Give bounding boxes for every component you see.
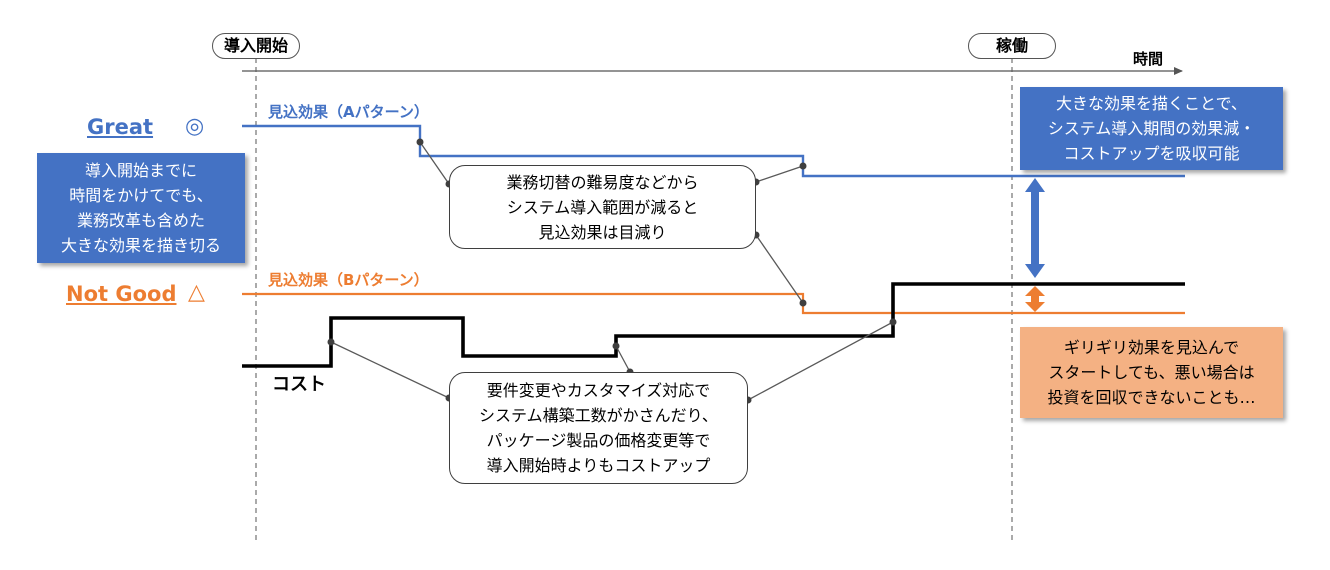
blue-double-arrow — [1025, 178, 1045, 278]
cost-callout: 要件変更やカスタマイズ対応で システム構築工数がかさんだり、 パッケージ製品の価… — [449, 372, 748, 484]
notgood-symbol: △ — [188, 280, 205, 305]
start-milestone-label: 導入開始 — [212, 33, 300, 59]
right-orange-note: ギリギリ効果を見込んで スタートしても、悪い場合は 投資を回収できないことも… — [1020, 327, 1283, 418]
pattern-a-label: 見込効果（Aパターン） — [268, 103, 429, 121]
cost-label: コスト — [272, 374, 326, 395]
pattern-b-line — [242, 292, 1185, 315]
notgood-label: Not Good — [66, 282, 177, 306]
connectors — [330, 141, 894, 401]
effect-callout: 業務切替の難易度などから システム導入範囲が減ると 見込効果は目減り — [449, 165, 756, 249]
pattern-b-label: 見込効果（Bパターン） — [268, 271, 429, 289]
great-label: Great — [87, 115, 154, 139]
golive-milestone-label: 稼働 — [968, 33, 1056, 59]
time-axis-label: 時間 — [1133, 50, 1164, 68]
pattern-a-line — [242, 124, 1185, 178]
left-blue-note: 導入開始までに 時間をかけてでも、 業務改革も含めた 大きな効果を描き切る — [37, 153, 245, 263]
great-symbol: ◎ — [185, 114, 205, 139]
right-blue-note: 大きな効果を描くことで、 システム導入期間の効果減・ コストアップを吸収可能 — [1020, 87, 1283, 170]
orange-double-arrow — [1025, 286, 1045, 312]
